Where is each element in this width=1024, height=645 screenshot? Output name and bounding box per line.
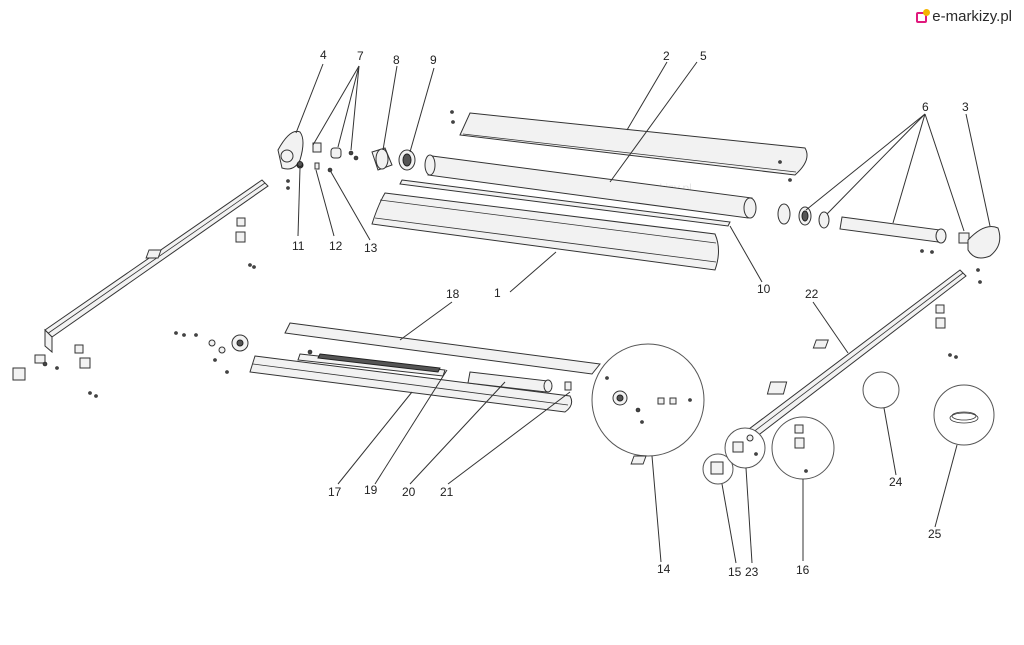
main-housing (371, 192, 719, 271)
brand-text: e-markizy.pl (932, 8, 1012, 25)
callout-4: 4 (320, 48, 327, 62)
front-bar-assembly (174, 322, 608, 413)
callout-25: 25 (928, 527, 942, 541)
callout-20: 20 (402, 485, 416, 499)
callout-17: 17 (328, 485, 342, 499)
callout-9: 9 (430, 53, 437, 67)
callout-18: 18 (446, 287, 460, 301)
callout-24: 24 (889, 475, 903, 489)
callout-8: 8 (393, 53, 400, 67)
profile-strip (399, 179, 731, 227)
right-drive-parts (777, 203, 1001, 284)
left-adapter-rings (371, 147, 416, 171)
callout-15: 15 (728, 565, 742, 579)
brand-mark-icon (915, 8, 931, 24)
callout-11: 11 (292, 239, 305, 253)
callout-7: 7 (357, 49, 364, 63)
callout-23: 23 (745, 565, 759, 579)
callout-3: 3 (962, 100, 969, 114)
callout-2: 2 (663, 49, 670, 63)
top-cover (450, 110, 808, 182)
roller-tube (424, 154, 757, 219)
callout-10: 10 (757, 282, 771, 296)
callout-21: 21 (440, 485, 454, 499)
leader-lines (295, 61, 991, 564)
callout-13: 13 (364, 241, 378, 255)
callout-22: 22 (805, 287, 819, 301)
callout-19: 19 (364, 483, 378, 497)
detail-circle-15 (702, 453, 734, 485)
right-arm-bar (744, 269, 967, 441)
detail-circle-25 (933, 384, 995, 446)
callout-14: 14 (657, 562, 671, 576)
detail-circle-23 (724, 427, 766, 469)
callout-5: 5 (700, 49, 707, 63)
brand-logo: e-markizy.pl (915, 8, 1012, 25)
left-arm-bar (12, 179, 269, 398)
detail-circle-24 (766, 371, 900, 409)
callout-labels: 1 2 3 4 5 6 7 8 9 10 11 12 13 14 15 16 1… (292, 48, 969, 579)
callout-1: 1 (494, 286, 501, 300)
detail-circle-14 (591, 343, 705, 457)
detail-circle-16 (630, 416, 835, 480)
callout-16: 16 (796, 563, 810, 577)
callout-12: 12 (329, 239, 343, 253)
callout-6: 6 (922, 100, 929, 114)
left-end-cap (277, 130, 359, 190)
